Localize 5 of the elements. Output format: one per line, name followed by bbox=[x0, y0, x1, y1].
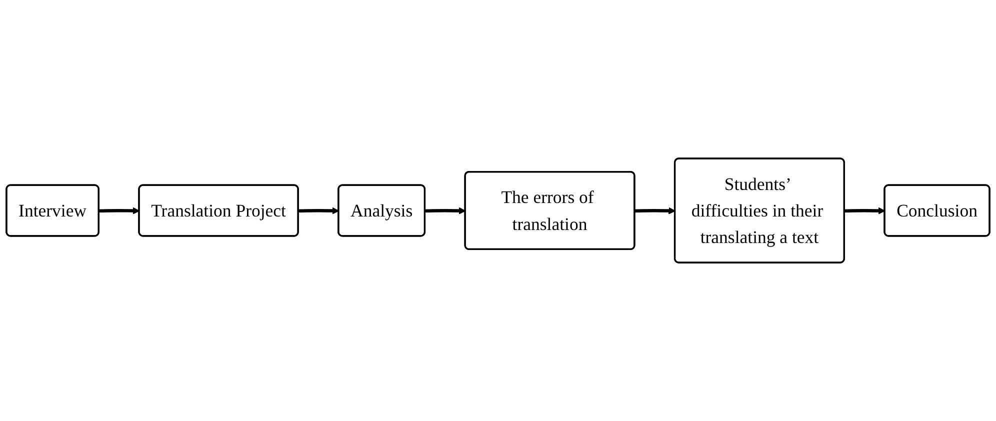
arrow bbox=[99, 207, 140, 214]
arrow bbox=[425, 207, 466, 214]
arrow bbox=[844, 207, 886, 214]
arrow bbox=[298, 207, 340, 214]
arrow bbox=[634, 207, 676, 214]
